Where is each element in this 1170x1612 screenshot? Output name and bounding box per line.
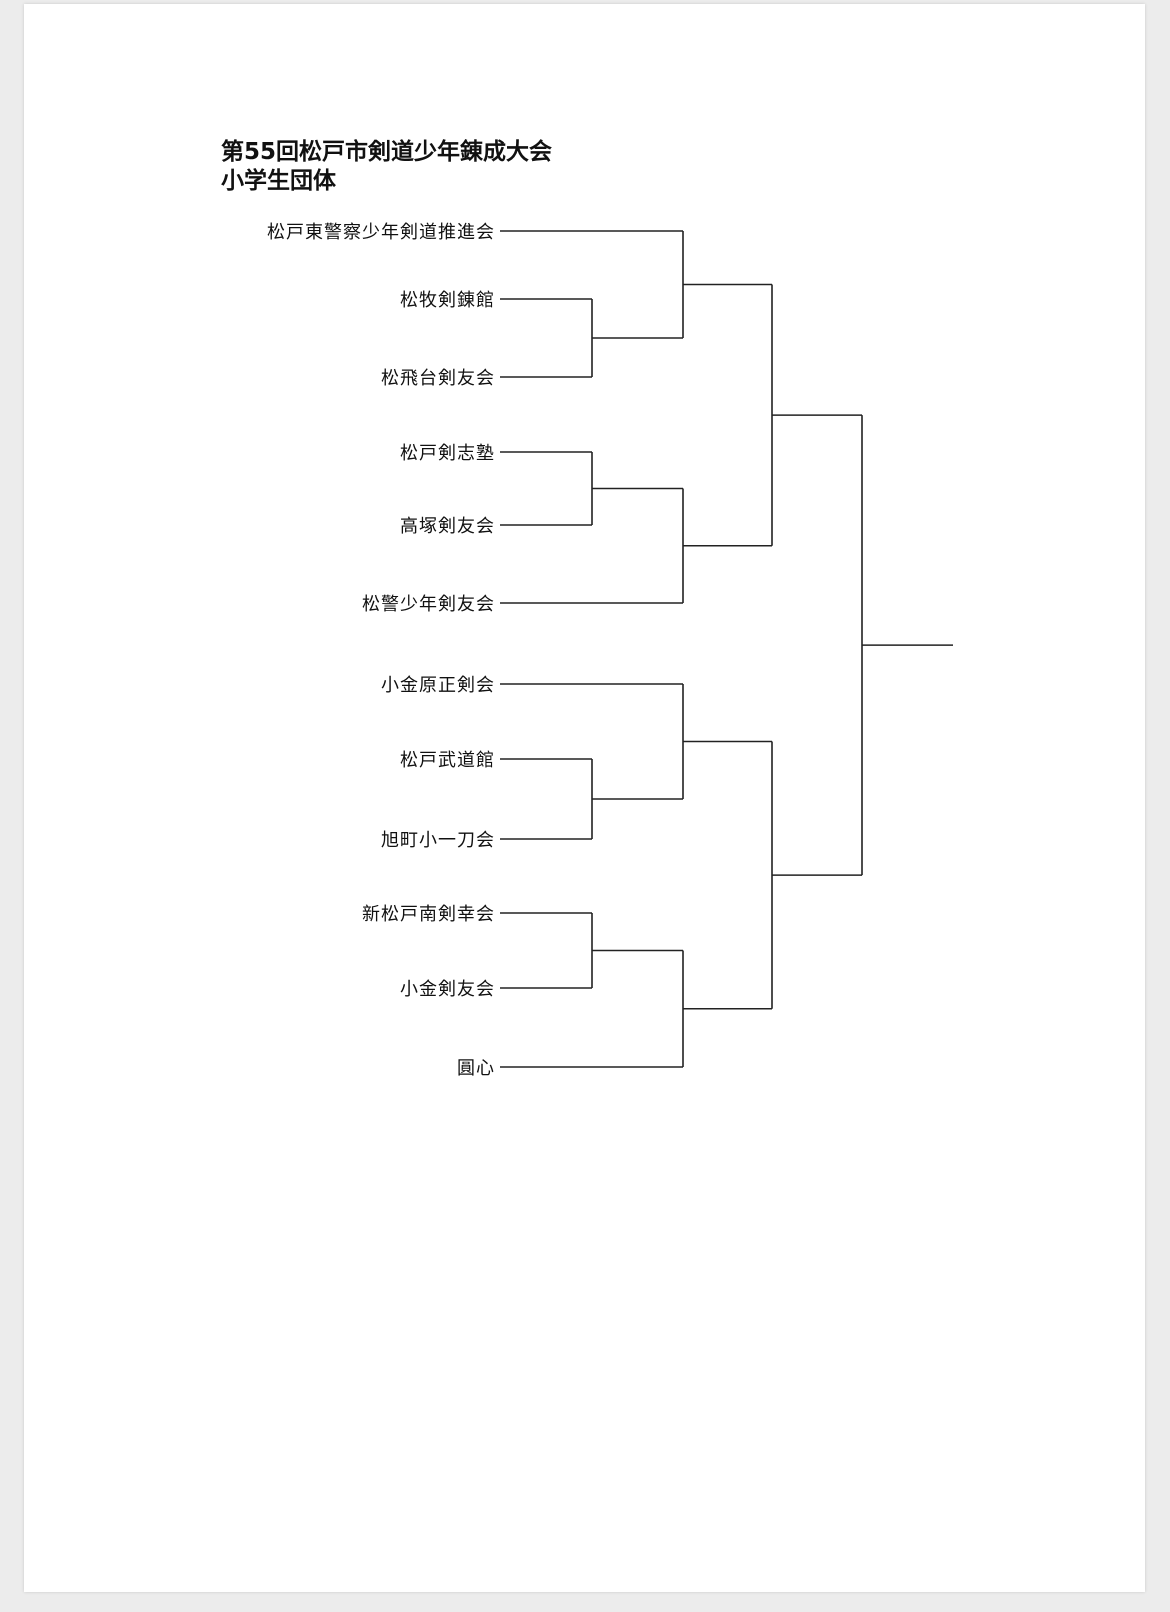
team-label: 松戸東警察少年剣道推進会: [267, 222, 495, 243]
team-label: 旭町小一刀会: [381, 830, 495, 851]
team-label: 高塚剣友会: [400, 516, 495, 537]
document-page: [24, 4, 1145, 1592]
team-label: 松飛台剣友会: [381, 368, 495, 389]
team-label: 小金原正剣会: [381, 675, 495, 696]
team-label: 小金剣友会: [400, 979, 495, 1000]
team-label: 新松戸南剣幸会: [362, 904, 495, 925]
team-label: 圓心: [457, 1058, 495, 1079]
tournament-name: 第55回松戸市剣道少年錬成大会: [221, 139, 553, 165]
division-name: 小学生団体: [221, 168, 336, 194]
team-label: 松牧剣錬館: [400, 290, 495, 311]
team-label: 松警少年剣友会: [362, 594, 495, 615]
team-label: 松戸武道館: [400, 750, 495, 771]
page-title: 第55回松戸市剣道少年錬成大会 小学生団体: [221, 138, 552, 196]
team-label: 松戸剣志塾: [400, 443, 495, 464]
